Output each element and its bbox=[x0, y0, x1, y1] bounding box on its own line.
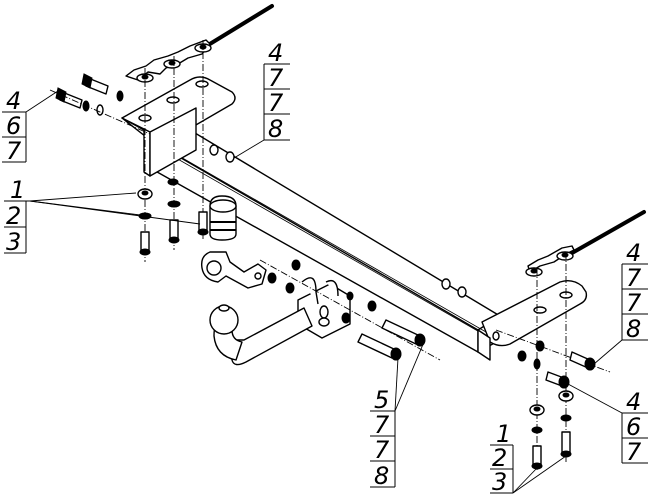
callout-number: 8 bbox=[268, 115, 283, 143]
fasteners-right bbox=[495, 252, 611, 470]
callout-number: 8 bbox=[626, 315, 641, 343]
safety-cable-right bbox=[525, 210, 646, 277]
callout-number: 4 bbox=[626, 239, 641, 267]
fasteners-top-left bbox=[49, 73, 151, 135]
right-mounting-bracket bbox=[477, 279, 588, 361]
callout-number: 4 bbox=[626, 388, 641, 416]
callout-number: 8 bbox=[374, 462, 389, 490]
callout-number: 7 bbox=[626, 438, 642, 466]
callout-number: 1 bbox=[10, 176, 25, 204]
callout-number: 3 bbox=[492, 468, 507, 496]
callout-bottom-right: 1 2 3 bbox=[490, 420, 514, 496]
callout-left: 1 2 3 bbox=[4, 176, 30, 256]
callout-number: 1 bbox=[496, 420, 511, 448]
callout-number: 2 bbox=[492, 444, 507, 472]
callout-number: 7 bbox=[268, 64, 284, 92]
callout-number: 6 bbox=[6, 112, 21, 140]
callout-number: 7 bbox=[626, 264, 642, 292]
left-mounting-bracket bbox=[121, 76, 236, 177]
callout-number: 4 bbox=[268, 39, 283, 67]
callout-center-bottom: 5 7 7 8 bbox=[370, 386, 396, 490]
callout-number: 7 bbox=[374, 411, 390, 439]
fasteners-center bbox=[259, 259, 441, 361]
callout-number: 4 bbox=[6, 87, 21, 115]
callout-number: 7 bbox=[6, 137, 22, 165]
callout-number: 7 bbox=[626, 289, 642, 317]
fasteners-left-vertical bbox=[137, 40, 209, 262]
callout-number: 6 bbox=[626, 413, 641, 441]
socket-plate bbox=[200, 251, 267, 289]
tow-ball bbox=[209, 304, 239, 335]
callout-right-upper: 4 7 7 8 bbox=[621, 239, 648, 343]
leader-lines bbox=[25, 90, 623, 494]
callout-number: 2 bbox=[6, 202, 21, 230]
callout-right-lower: 4 6 7 bbox=[621, 388, 648, 466]
callout-top-left: 4 6 7 bbox=[2, 87, 27, 165]
callout-top-center: 4 7 7 8 bbox=[263, 39, 290, 143]
safety-cable-left bbox=[125, 4, 274, 83]
callout-number: 3 bbox=[6, 228, 21, 256]
ball-cap bbox=[209, 195, 237, 241]
callout-number: 7 bbox=[374, 436, 390, 464]
callout-number: 5 bbox=[374, 386, 389, 414]
callout-number: 7 bbox=[268, 89, 284, 117]
